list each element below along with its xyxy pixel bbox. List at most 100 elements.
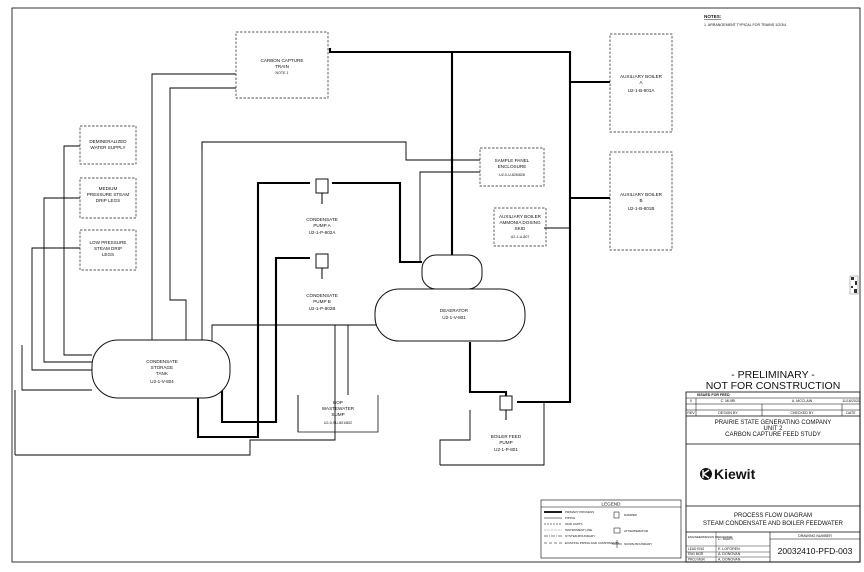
rev-column-header: REV	[687, 411, 695, 415]
pump-a-label: CONDENSATE	[306, 217, 338, 222]
drawing-title-2: STEAM CONDENSATE AND BOILER FEEDWATER	[703, 521, 844, 527]
signoff-name: A. DONOVAN	[718, 558, 741, 562]
pump-b-label: CONDENSATE	[306, 293, 338, 298]
pump-a-tag: U2-1-P-802A	[309, 230, 337, 235]
signoff-role: ENGINEER/DESIGN ORIGINATOR	[688, 535, 732, 539]
storage-tank-label: CONDENSATE	[146, 359, 178, 364]
mp-label: DRIP LEGS	[96, 198, 120, 203]
deaerator-drum	[374, 288, 526, 342]
storage-tank-label: TANK	[156, 371, 169, 376]
revision-number: 0	[690, 399, 692, 403]
bop-sump-label: WASTEWATER	[322, 406, 355, 411]
legend-item: PRIMARY PROCESS	[565, 510, 594, 514]
drawing-border	[11, 7, 861, 563]
legend-item: PIPING	[565, 516, 576, 520]
sample-panel-tag: U2-0-U-826/828	[499, 173, 525, 177]
aux-boiler-b-label: B	[639, 198, 642, 203]
primary-process-lines	[196, 48, 610, 439]
revision-design-by: C. MUIRI	[721, 399, 736, 403]
bop-sump-label: BOP	[333, 400, 343, 405]
pump-b-tag: U2-1-P-802B	[309, 306, 336, 311]
mp-label: PRESSURE STEAM	[87, 192, 130, 197]
checked-column-header: CHECKED BY	[790, 411, 814, 415]
revision-issued-for: ISSUED FOR FEED	[697, 393, 730, 397]
storage-tank-label: STORAGE	[151, 365, 173, 370]
signoff-name: A. DONOVAN	[718, 552, 741, 556]
sample-panel-label: SAMPLE PANEL	[495, 158, 530, 163]
qr-code	[849, 275, 859, 295]
bfp-label: BOILER FEED	[491, 434, 522, 439]
bop-sump-outline	[297, 395, 379, 433]
deaerator-label: DEAERATOR	[440, 308, 469, 313]
condensate-pump-b	[315, 253, 329, 279]
sample-panel-label: ENCLOSURE	[498, 164, 527, 169]
bop-sump-tag: U2-0-SU-801/802	[324, 421, 352, 425]
condensate-storage-tank	[91, 339, 231, 399]
ammonia-dosing-skid-box	[493, 207, 547, 247]
kiewit-logo: Kiewit	[700, 466, 756, 482]
legend-item: EXISTING PIPING AND COMPONENTS	[565, 541, 619, 545]
title-block	[685, 391, 861, 563]
aux-boiler-a-label: A	[639, 80, 643, 85]
ammonia-skid-label: AMMONIA DOSING	[499, 220, 541, 225]
signoff-name: E. LOFGREN	[718, 547, 740, 551]
storage-tank-tag: U2-1-V-804	[150, 379, 174, 384]
lp-label: STEAM DRIP	[94, 246, 122, 251]
legend-item: SKID LIMITS	[565, 522, 583, 526]
carbon-capture-label: TRAIN	[275, 64, 289, 69]
legend-item: INSTRUMENT LINE	[565, 528, 592, 532]
pump-a-label: PUMP A	[313, 223, 331, 228]
ammonia-skid-tag: U2-1-U-807	[511, 235, 530, 239]
attemperator-symbol	[613, 527, 621, 534]
revision-checked-by: A. MCCLAIN	[792, 399, 813, 403]
boiler-feed-pump	[499, 395, 513, 420]
date-column-header: DATE	[846, 411, 856, 415]
demin-label: DEMINERALIZED	[89, 139, 127, 144]
design-column-header: DESIGN BY	[718, 411, 738, 415]
preliminary-stamp-line1: - PRELIMINARY -	[731, 369, 815, 381]
pump-b-label: PUMP B	[313, 299, 331, 304]
condensate-pump-a	[315, 178, 329, 204]
damper-symbol	[613, 511, 620, 519]
deaerator-vessel	[374, 254, 526, 342]
carbon-capture-train-box	[235, 31, 329, 99]
deaerator-tag: U2-1-V-801	[442, 315, 466, 320]
legend-item: SCOPE BOUNDARY	[624, 542, 652, 546]
ammonia-skid-label: AUXILIARY BOILER	[499, 214, 542, 219]
bfp-label: PUMP	[499, 440, 512, 445]
aux-boiler-a-tag: U2-1-B-801A	[628, 88, 656, 93]
signoff-role: PROJ MGR	[688, 558, 706, 562]
signoff-role: ENG MGR	[688, 552, 704, 556]
signoff-role: LEAD ENG	[688, 547, 705, 551]
carbon-capture-label: CARBON CAPTURE	[261, 58, 304, 63]
lp-label: LEGS	[102, 252, 114, 257]
signoff-name: C. MUIRI	[718, 537, 733, 541]
legend-item: SYSTEM BOUNDARY	[565, 534, 595, 538]
carbon-capture-note: NOTE 1	[276, 71, 289, 75]
revision-date: 11/18/2021	[842, 399, 860, 403]
project-owner: PRAIRIE STATE GENERATING COMPANY	[715, 420, 832, 426]
legend-title: LEGEND	[602, 502, 622, 507]
company-name: Kiewit	[714, 466, 756, 482]
notes-heading: NOTES:	[704, 14, 722, 19]
drawing-title-1: PROCESS FLOW DIAGRAM	[734, 513, 812, 519]
drawing-number: 20032410-PFD-003	[778, 546, 853, 556]
project-unit: UNIT 2	[764, 426, 784, 432]
demineralized-water-box	[79, 125, 137, 165]
scope-boundary-symbol	[612, 540, 622, 548]
legend-item: ATTEMPERATOR	[624, 529, 649, 533]
mp-label: MEDIUM	[99, 186, 118, 191]
medium-pressure-drip-box	[79, 177, 137, 219]
legend-box	[540, 499, 682, 559]
piping-lines	[14, 73, 570, 466]
low-pressure-drip-box	[79, 229, 137, 271]
legend-item: DAMPER	[624, 513, 638, 517]
demin-label: WATER SUPPLY	[90, 145, 125, 150]
drawing-number-label: DRAWING NUMBER	[798, 534, 832, 538]
bop-sump-label: SUMP	[331, 412, 344, 417]
deaerator-dome	[421, 254, 483, 290]
note-1: 1. ARRANGEMENT TYPICAL FOR TRAINS 1/2/3/…	[704, 23, 787, 27]
bfp-tag: U2-1-P-801	[494, 447, 518, 452]
